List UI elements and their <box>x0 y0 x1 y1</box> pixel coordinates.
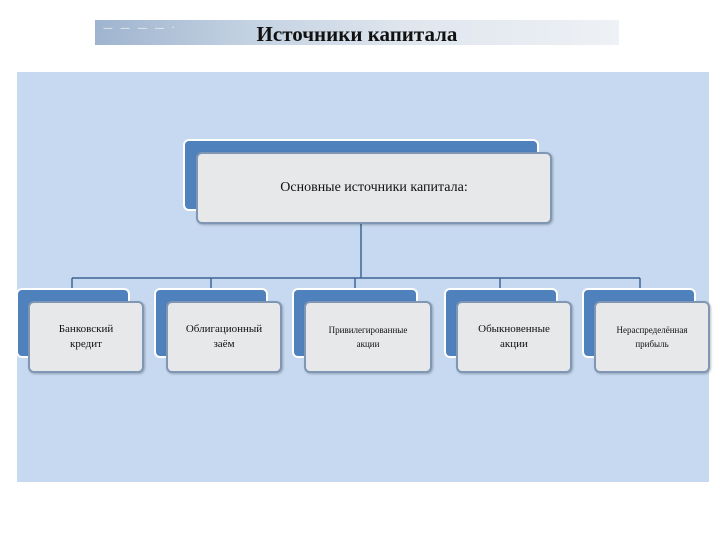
child-node-retained-earnings: Нераспределённая прибыль <box>594 301 710 373</box>
child-node-label: Облигационный заём <box>185 323 263 350</box>
child-node-preferred-shares: Привилегированные акции <box>304 301 432 373</box>
child-node-label: Нераспределённая прибыль <box>616 325 688 349</box>
title-bar-decoration: — — — — · <box>103 23 177 34</box>
child-node-bank-credit: Банковский кредит <box>28 301 144 373</box>
child-node-label: Обыкновенные акции <box>478 323 550 350</box>
child-node-label: Банковский кредит <box>58 323 114 350</box>
child-node-label: Привилегированные акции <box>328 325 408 349</box>
root-node-label: Основные источники капитала: <box>280 180 468 195</box>
root-node: Основные источники капитала: <box>196 152 552 224</box>
title-bar: — — — — · Источники капитала <box>95 20 619 46</box>
child-node-common-shares: Обыкновенные акции <box>456 301 572 373</box>
child-node-bond-loan: Облигационный заём <box>166 301 282 373</box>
slide-title: Источники капитала <box>256 22 458 46</box>
